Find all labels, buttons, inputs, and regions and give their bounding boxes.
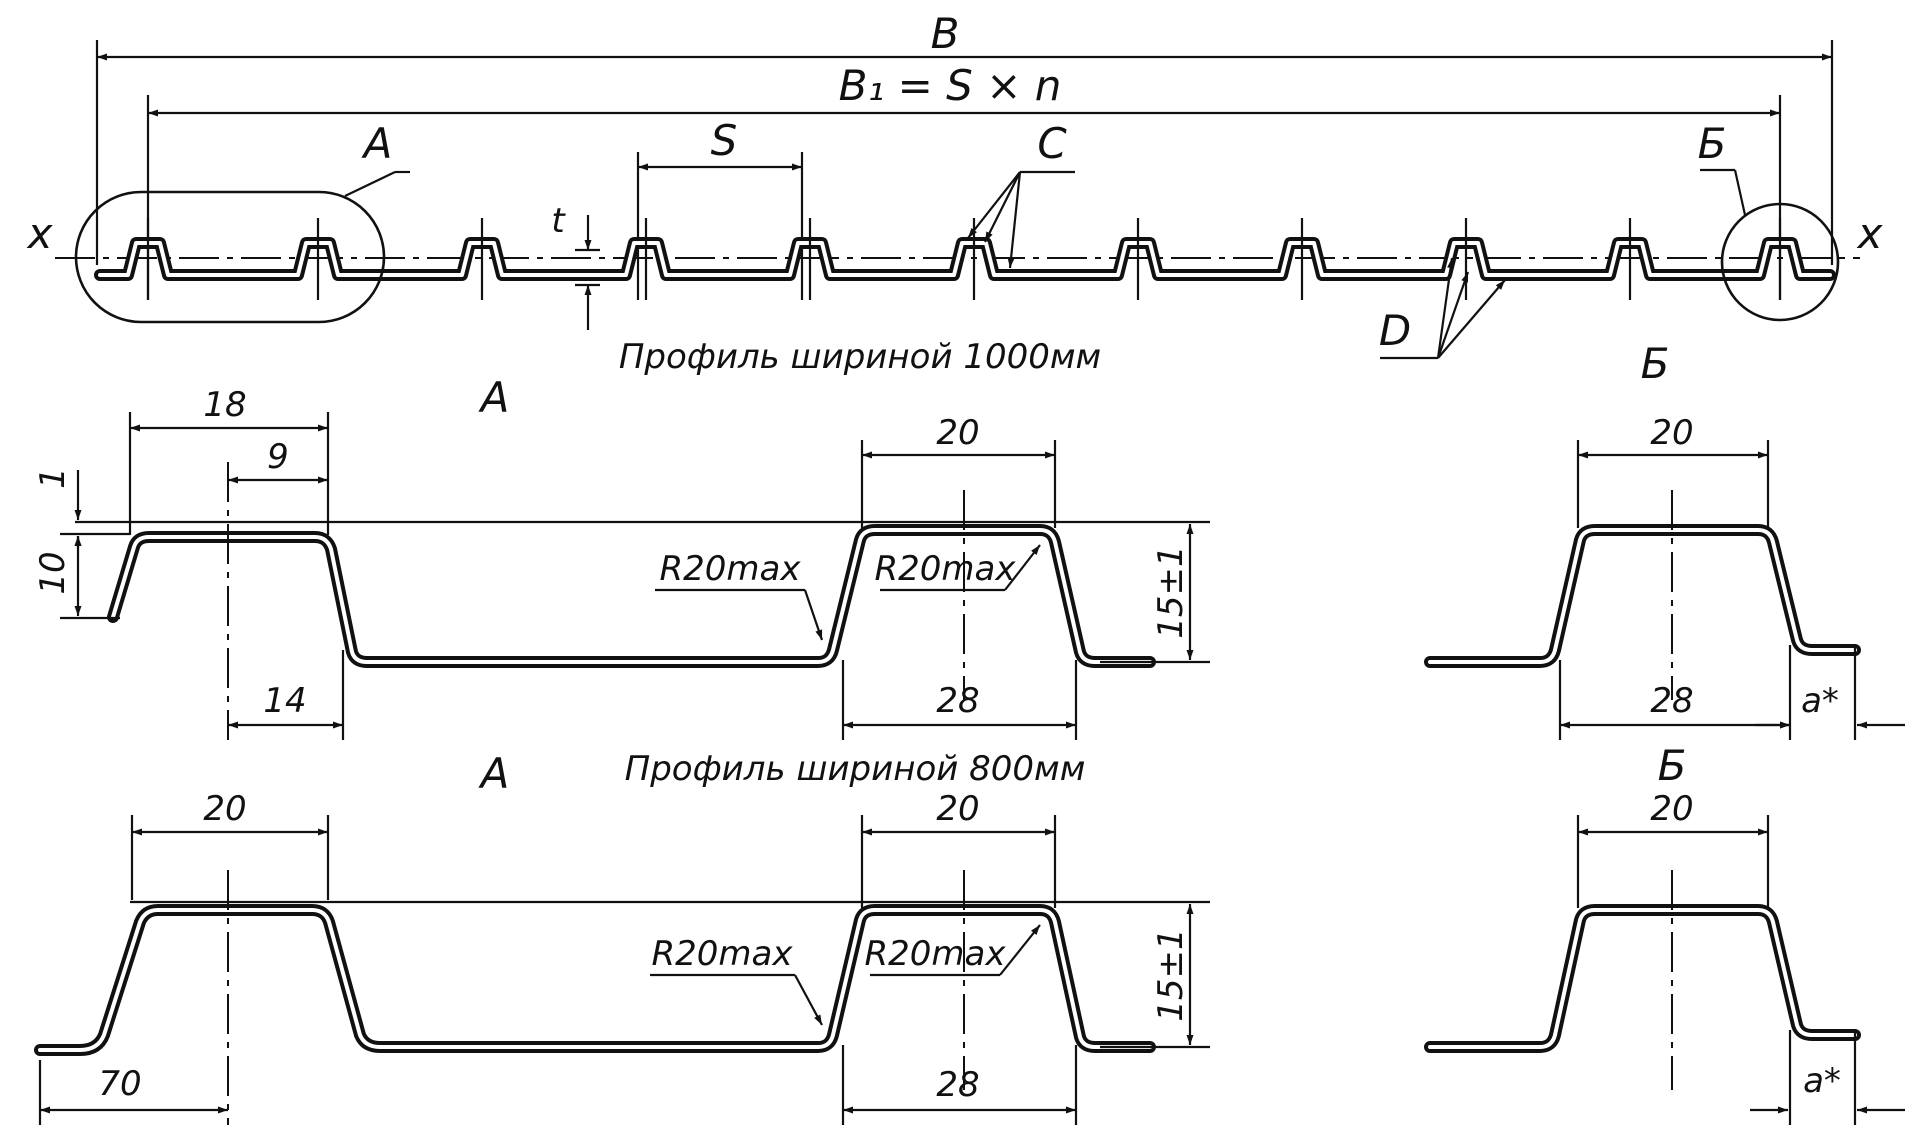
detail-A-1000-title: A <box>478 373 510 422</box>
dim-800-28: 28 <box>936 1065 979 1105</box>
label-B: Б <box>1698 119 1727 168</box>
dim-9: 9 <box>267 437 289 477</box>
radius-800-left: R20max <box>652 934 794 974</box>
label-D: D <box>1379 306 1411 355</box>
dim-20: 20 <box>936 413 979 453</box>
dim-B1: B₁ = S × n <box>839 61 1062 110</box>
dim-B800-20: 20 <box>1650 789 1693 829</box>
label-A: A <box>361 119 393 168</box>
dim-28: 28 <box>936 681 979 721</box>
detail-A-800: 20 70 20 28 15±1 R20max R20max <box>34 789 1210 1125</box>
dim-18: 18 <box>203 385 246 425</box>
detail-B-1000-title: Б <box>1641 339 1670 388</box>
dim-B-20: 20 <box>1650 413 1693 453</box>
detail-A-1000: A 18 9 1 10 14 20 <box>33 373 1210 740</box>
dim-800-20-left: 20 <box>203 789 246 829</box>
radius-800-right: R20max <box>865 934 1007 974</box>
dim-800-15: 15±1 <box>1151 928 1191 1021</box>
label-C: C <box>1037 119 1067 168</box>
dim-800-20: 20 <box>936 789 979 829</box>
dim-B-a: a* <box>1801 681 1839 721</box>
dim-B: B <box>931 9 960 58</box>
dim-B800-a: a* <box>1803 1061 1841 1101</box>
overview-profile: B B₁ = S × n S x x <box>26 9 1884 377</box>
axis-x-left: x <box>26 209 54 258</box>
caption-1000: Профиль шириной 1000мм <box>619 337 1101 377</box>
dim-S: S <box>711 116 738 165</box>
detail-A-800-title: A <box>478 749 510 798</box>
dim-B-28: 28 <box>1650 681 1693 721</box>
detail-B-800-title: Б <box>1658 741 1687 790</box>
dim-15: 15±1 <box>1151 545 1191 638</box>
dim-70: 70 <box>98 1064 141 1104</box>
detail-B-800: 20 a* <box>1424 789 1905 1125</box>
label-t: t <box>551 201 566 241</box>
detail-B-1000: Б 20 28 a* <box>1424 339 1905 740</box>
axis-x-right: x <box>1856 209 1884 258</box>
dim-1: 1 <box>33 467 73 489</box>
radius-right: R20max <box>875 549 1017 589</box>
radius-left: R20max <box>660 549 802 589</box>
dim-10: 10 <box>33 551 73 594</box>
caption-800: Профиль шириной 800мм <box>625 749 1086 789</box>
dim-14: 14 <box>263 681 306 721</box>
